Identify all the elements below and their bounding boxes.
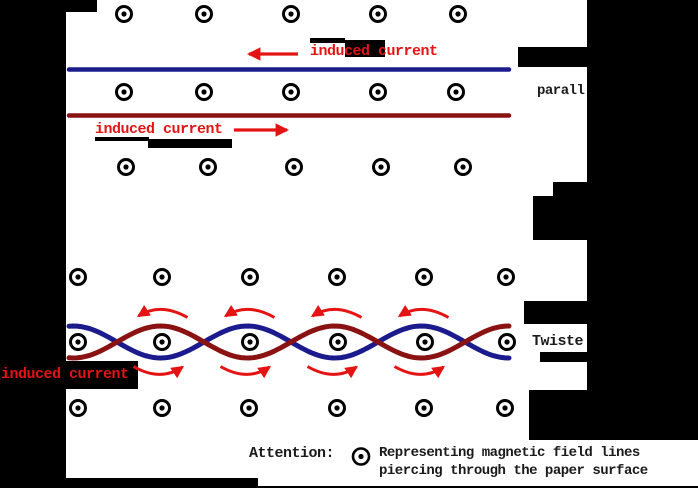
field-out-of-page-icon: [498, 333, 516, 351]
twist-current-arrow-lower: [306, 365, 359, 379]
field-out-of-page-icon: [153, 399, 171, 417]
black-edge-bottom: [0, 486, 698, 488]
field-out-of-page-icon: [415, 399, 433, 417]
field-out-of-page-icon: [416, 333, 434, 351]
field-out-of-page-icon: [282, 83, 300, 101]
field-out-of-page-icon: [69, 333, 87, 351]
black-strip-bottom-left: [0, 478, 258, 488]
black-box-label3: [0, 361, 138, 389]
twisted-wire-maroon: [66, 323, 512, 361]
note-line-2: piercing through the paper surface: [379, 463, 648, 479]
field-out-of-page-icon: [241, 268, 259, 286]
field-out-of-page-icon: [241, 333, 259, 351]
twisted-wires-label: Twiste: [532, 333, 584, 350]
note-field-symbol-icon: [351, 447, 371, 466]
black-blob-right-1a: [553, 182, 587, 198]
field-out-of-page-icon: [372, 158, 390, 176]
field-out-of-page-icon: [115, 5, 133, 23]
black-box-label2: [148, 139, 232, 148]
field-out-of-page-icon: [329, 333, 347, 351]
field-out-of-page-icon: [282, 5, 300, 23]
field-out-of-page-icon: [199, 158, 217, 176]
field-out-of-page-icon: [328, 268, 346, 286]
field-out-of-page-icon: [369, 5, 387, 23]
field-out-of-page-icon: [69, 399, 87, 417]
black-underline-label2: [95, 137, 149, 141]
field-out-of-page-icon: [454, 158, 472, 176]
field-out-of-page-icon: [285, 158, 303, 176]
field-out-of-page-icon: [496, 399, 514, 417]
twist-current-arrow-upper: [223, 304, 276, 319]
paper-note-bar: [587, 440, 698, 486]
induced-current-label-mid: induced current: [95, 121, 223, 138]
twist-current-arrow-upper: [397, 304, 450, 319]
field-out-of-page-icon: [497, 268, 515, 286]
field-out-of-page-icon: [153, 268, 171, 286]
attention-label: Attention:: [249, 445, 335, 462]
field-out-of-page-icon: [449, 5, 467, 23]
field-out-of-page-icon: [153, 333, 171, 351]
field-out-of-page-icon: [195, 83, 213, 101]
black-bar-below-twisted: [540, 352, 587, 362]
field-out-of-page-icon: [69, 268, 87, 286]
black-blob-right-2: [529, 390, 587, 440]
field-out-of-page-icon: [447, 83, 465, 101]
field-out-of-page-icon: [240, 399, 258, 417]
field-out-of-page-icon: [195, 5, 213, 23]
field-out-of-page-icon: [369, 83, 387, 101]
black-box-label1: [345, 40, 385, 57]
twist-current-arrow-upper: [136, 304, 189, 319]
field-out-of-page-icon: [117, 158, 135, 176]
black-blob-right-1b: [533, 196, 587, 240]
field-out-of-page-icon: [328, 399, 346, 417]
black-notch-top-left: [66, 0, 97, 12]
black-bar-above-label1: [310, 38, 345, 43]
twist-current-arrow-lower: [219, 365, 272, 379]
black-bar-above-twisted: [524, 301, 587, 324]
twist-current-arrow-lower: [393, 365, 446, 379]
twist-current-arrow-upper: [310, 304, 363, 319]
parallel-wires-label: parall: [537, 83, 585, 99]
induced-current-label-bottom: induced current: [1, 366, 129, 383]
field-out-of-page-icon: [415, 268, 433, 286]
twist-current-arrow-lower: [132, 365, 185, 379]
black-bar-right-top: [518, 47, 587, 67]
field-out-of-page-icon: [115, 83, 133, 101]
note-line-1: Representing magnetic field lines: [379, 445, 640, 461]
induced-current-label-top: induced current: [310, 43, 438, 60]
